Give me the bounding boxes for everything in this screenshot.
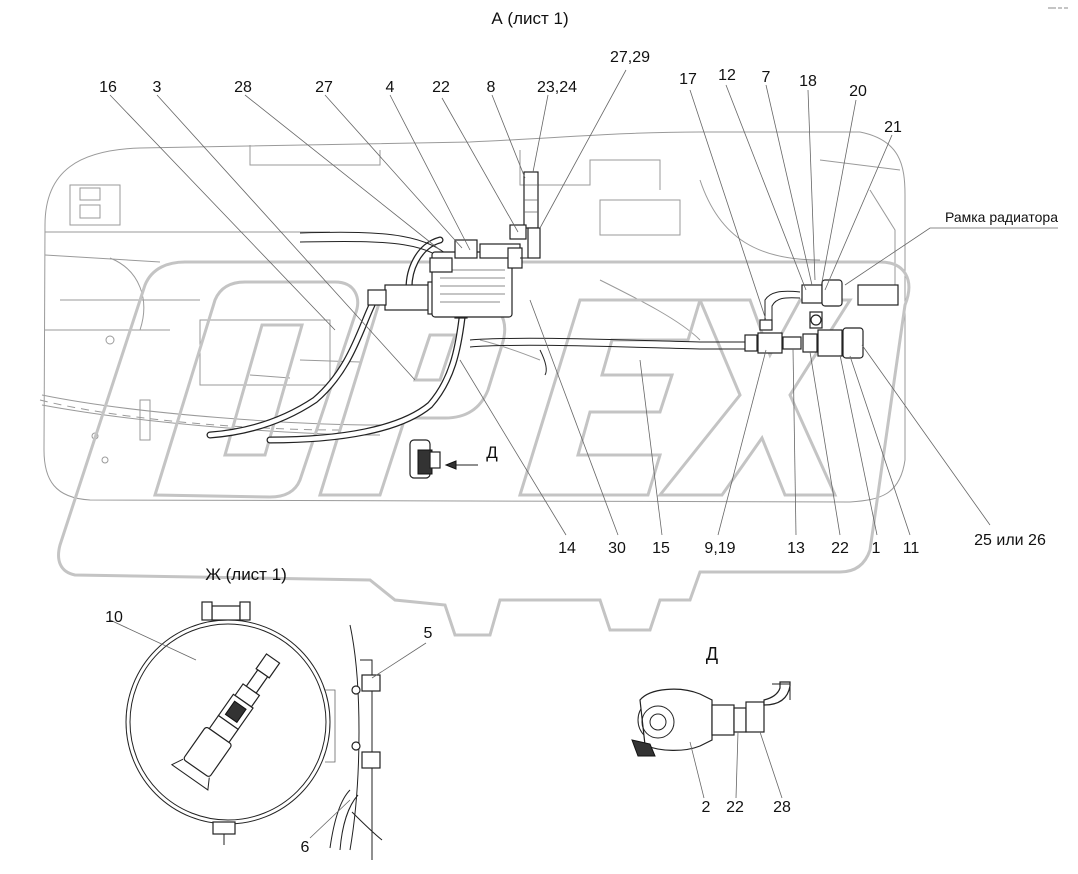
- coupling-assembly: [744, 279, 899, 359]
- callouts-zh: 10 5 6: [105, 609, 432, 856]
- callout-label: 3: [153, 79, 162, 96]
- view-d-title: Д: [706, 644, 718, 664]
- callout-label: 20: [849, 83, 867, 100]
- callout-label: 27,29: [610, 49, 650, 66]
- callout-label: 13: [787, 540, 805, 557]
- callout-label: 2: [702, 799, 711, 816]
- view-zh-drawing: [109, 601, 427, 860]
- callout-label: 23,24: [537, 79, 577, 96]
- callout-label: 7: [762, 69, 771, 86]
- callout-label: 1: [872, 540, 881, 557]
- chassis-background: [39, 131, 906, 503]
- callout-label: 10: [105, 609, 123, 626]
- callouts-bottom: 14 30 15 9,19 13 22 1 11 25 или 26: [558, 532, 1046, 557]
- callout-label: 14: [558, 540, 576, 557]
- callout-label: 11: [903, 540, 920, 557]
- callout-label: 22: [831, 540, 849, 557]
- view-d-drawing: [631, 681, 791, 799]
- radiator-frame-label: Рамка радиатора: [945, 209, 1058, 225]
- callout-label: 12: [718, 67, 736, 84]
- callout-label: 27: [315, 79, 333, 96]
- leader-lines: [109, 69, 1058, 536]
- view-d-arrow-label: Д: [486, 443, 498, 462]
- callout-label: 18: [799, 73, 817, 90]
- callout-label: 15: [652, 540, 670, 557]
- callout-label: 28: [773, 799, 791, 816]
- opex-watermark: [57, 260, 911, 637]
- callout-label: 22: [432, 79, 450, 96]
- view-zh-title: Ж (лист 1): [205, 565, 287, 584]
- coupling-head-d: [409, 439, 478, 479]
- hoses: [206, 231, 801, 444]
- callout-label: 4: [386, 79, 395, 96]
- callout-label: 22: [726, 799, 744, 816]
- view-a-title: А (лист 1): [491, 9, 568, 28]
- callouts-top: 16 3 28 27 4 22 8 23,24 27,29 17 12 7 18…: [99, 49, 902, 136]
- callout-label: 8: [487, 79, 496, 96]
- callout-label: 6: [301, 839, 310, 856]
- callouts-d: 2 22 28: [702, 799, 791, 816]
- callout-label: 28: [234, 79, 252, 96]
- callout-label: 9,19: [704, 540, 735, 557]
- valve-assembly: [367, 171, 541, 319]
- callout-label: 17: [679, 71, 697, 88]
- callout-label: 25 или 26: [974, 532, 1046, 549]
- callout-label: 21: [884, 119, 902, 136]
- callout-label: 5: [424, 625, 433, 642]
- callout-label: 16: [99, 79, 117, 96]
- callout-label: 30: [608, 540, 626, 557]
